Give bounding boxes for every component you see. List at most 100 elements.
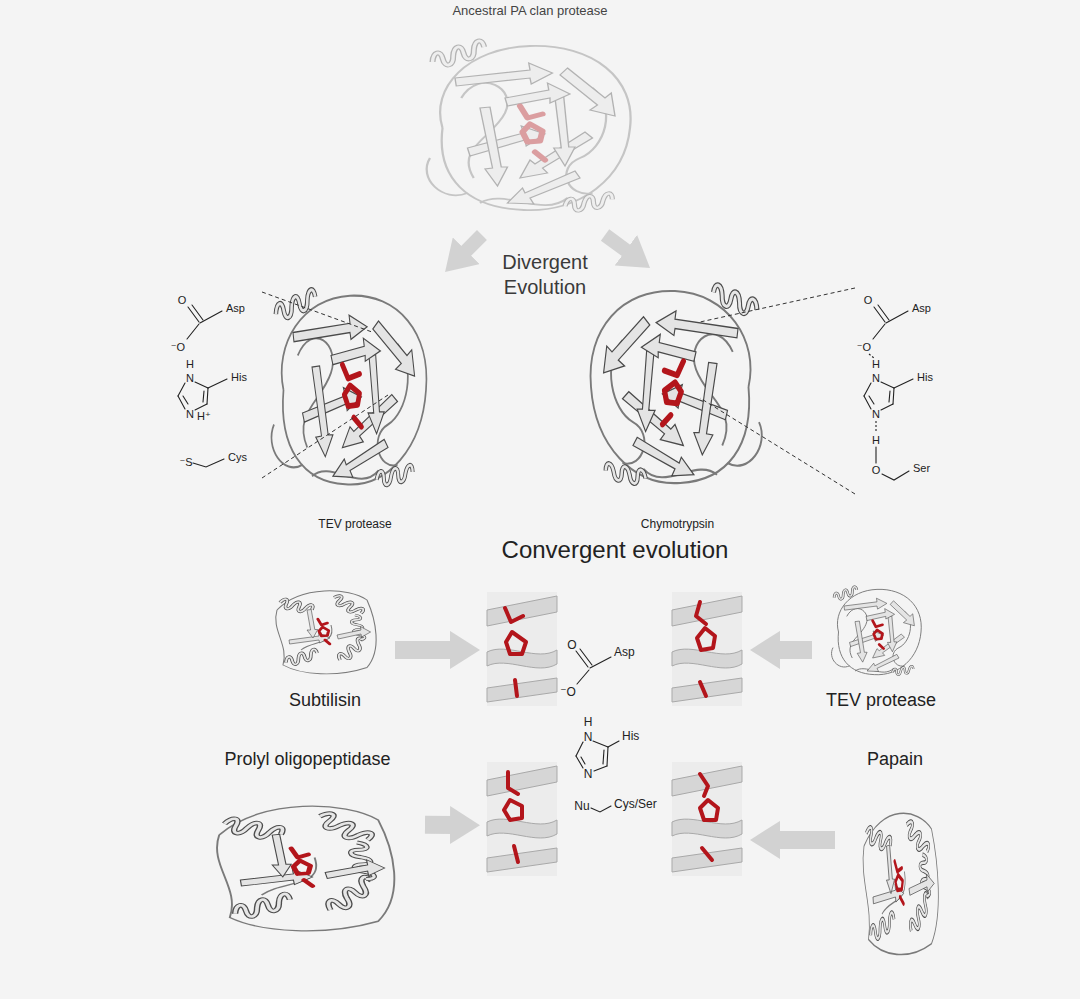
chemical-bond [893, 388, 894, 404]
chemical-bond [208, 379, 227, 388]
leader-line [262, 292, 372, 332]
leader-line [262, 288, 855, 494]
protein-panel: TEV protease [812, 575, 950, 712]
chemical-bond [878, 305, 889, 320]
chemical-bond [875, 447, 876, 463]
chemical-bond [603, 750, 604, 764]
chemical-bond [183, 396, 188, 404]
chemical-bond [608, 741, 619, 747]
atom-label: N [584, 731, 593, 743]
hydrogen-bond [869, 354, 874, 358]
chemical-bond [203, 391, 204, 402]
evolution-arrow [776, 641, 812, 659]
residue-label: Asp [614, 646, 635, 658]
chemical-bond [593, 741, 608, 747]
atom-label: N [872, 409, 880, 420]
chemical-bond [207, 388, 208, 404]
active-site-closeup [504, 602, 718, 862]
active-site-closeup [505, 608, 523, 622]
chemical-bond [580, 649, 592, 665]
leader-line [700, 288, 855, 322]
structure-label: Ancestral PA clan protease [450, 2, 609, 19]
structure-label: Subtilisin [287, 689, 363, 712]
atom-label: H [584, 716, 593, 728]
chemical-bond [889, 391, 890, 402]
protein-panel: Prolyl oligopeptidase [190, 748, 425, 945]
atom-label: Nu [574, 800, 589, 812]
protein-panel: Convergent evolution [480, 535, 750, 880]
atom-label: O [872, 465, 881, 476]
chemical-bond [881, 404, 893, 410]
structure-label: TEV protease [824, 689, 938, 712]
evolution-arrow [425, 816, 454, 834]
structure-label: Prolyl oligopeptidase [222, 748, 392, 771]
chemical-bond [594, 766, 607, 771]
atom-label: N [186, 373, 194, 384]
protein-structure [271, 289, 426, 487]
chemical-bond [178, 305, 913, 812]
hydrogen-bond [875, 421, 876, 432]
atom-label: ⁻O [857, 342, 871, 353]
chemical-bond [882, 471, 909, 480]
atom-label: N [872, 373, 880, 384]
atom-label: O [178, 295, 187, 306]
protein-panel: Papain [835, 748, 955, 970]
chemical-bond [869, 396, 874, 404]
active-site-closeup [506, 632, 526, 654]
chemical-bond [192, 305, 203, 320]
active-site-closeup [696, 602, 706, 624]
active-site-closeup [697, 628, 715, 650]
active-site-closeup [508, 772, 518, 794]
section-heading: Divergent Evolution [495, 250, 595, 300]
protein-panel: Chymotrypsin [565, 268, 790, 532]
active-site-closeup [504, 800, 522, 820]
active-site-closeup [700, 774, 708, 796]
chemical-bond [886, 311, 908, 323]
evolution-arrow [395, 641, 454, 659]
active-site-closeup [672, 762, 742, 876]
active-site-closeup [515, 680, 517, 696]
evolution-arrow [463, 235, 482, 254]
atom-label: H⁺ [197, 411, 211, 422]
atom-label: N [584, 768, 593, 780]
leader-line [700, 398, 855, 494]
chemical-bond [881, 382, 894, 388]
chemical-bond [581, 757, 585, 764]
chemical-bond [590, 657, 611, 668]
chemical-bond [195, 404, 207, 410]
protein-structure [863, 813, 938, 954]
chemical-bond [591, 806, 611, 812]
chemical-bond [576, 742, 583, 756]
residue-label: Cys [228, 452, 247, 463]
leader-line [262, 395, 388, 478]
chemical-bond [874, 307, 885, 322]
residue-label: Asp [912, 303, 931, 314]
protein-structure [217, 40, 938, 954]
structure-label: Chymotrypsin [639, 516, 716, 532]
chemical-bond [607, 747, 608, 766]
atom-label: ⁻O [171, 342, 185, 353]
active-site-closeup [702, 848, 712, 860]
chemical-bond [864, 383, 871, 396]
chemical-bond [576, 651, 588, 667]
atom-label: H [872, 359, 880, 370]
active-site-closeup [487, 762, 557, 876]
residue-label: Asp [226, 303, 245, 314]
atom-label: ⁻O [560, 686, 576, 698]
residue-label: His [231, 372, 247, 383]
protein-structure [427, 40, 631, 212]
structure-label: Convergent evolution [500, 535, 731, 565]
atom-label: ⁻S [179, 457, 192, 468]
chemical-bond [178, 383, 185, 396]
evolution-arrow [776, 831, 835, 849]
active-site-closeup [700, 682, 706, 696]
chemical-bond [873, 324, 885, 339]
active-site-closeup [672, 592, 742, 706]
atom-label: N [186, 409, 194, 420]
residue-label: Ser [913, 463, 930, 474]
active-site-closeup [514, 846, 518, 862]
chemical-bond [577, 670, 589, 684]
chemical-bond [187, 324, 199, 339]
atom-label: O [567, 639, 576, 651]
